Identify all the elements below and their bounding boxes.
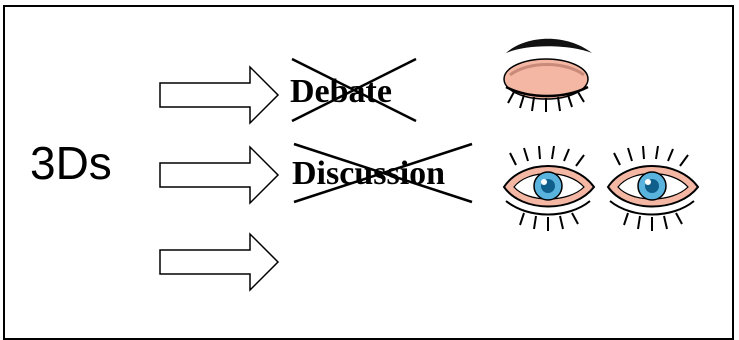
right-arrow-icon xyxy=(159,145,280,205)
open-eye-icon xyxy=(502,145,596,231)
open-eye-icon xyxy=(606,145,700,231)
right-arrow-icon xyxy=(159,65,280,125)
closed-eye-icon xyxy=(503,38,592,112)
slide-title: 3Ds xyxy=(30,137,112,189)
strike-through-mark xyxy=(291,57,417,123)
right-arrow-icon xyxy=(159,232,280,292)
slide-frame xyxy=(3,5,734,340)
strike-through-mark xyxy=(293,142,473,204)
